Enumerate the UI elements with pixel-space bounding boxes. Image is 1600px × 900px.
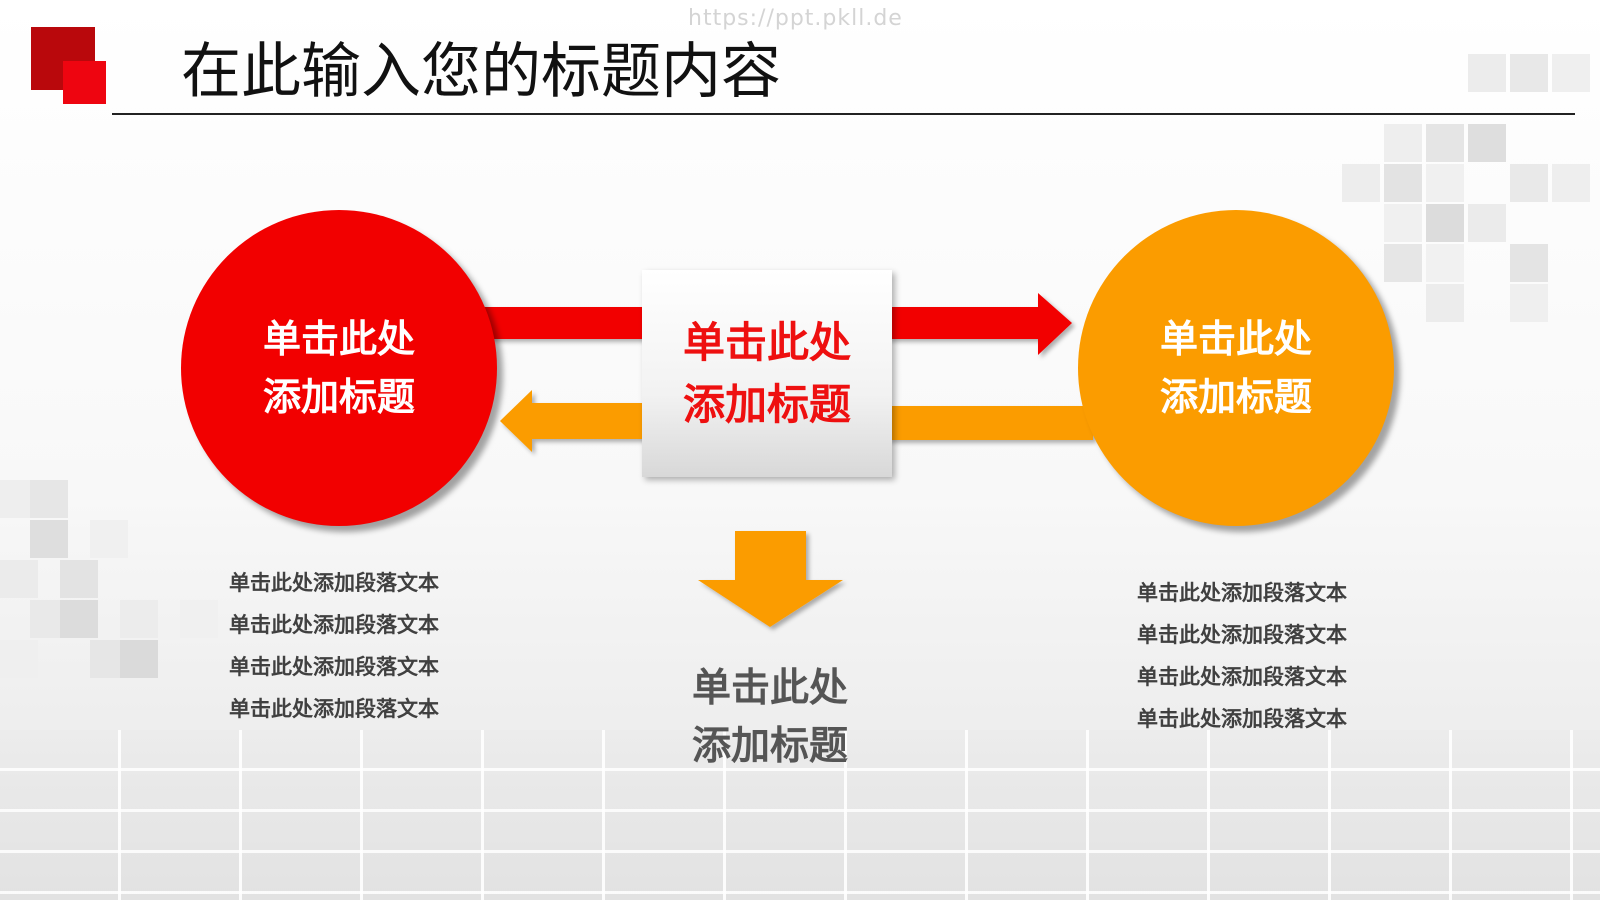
left-circle-line1: 单击此处 xyxy=(262,317,415,361)
bottom-node-title[interactable]: 单击此处 添加标题 xyxy=(670,660,870,776)
right-paragraph[interactable]: 单击此处添加段落文本单击此处添加段落文本单击此处添加段落文本单击此处添加段落文本 xyxy=(1137,581,1347,731)
center-box-line1: 单击此处 xyxy=(682,317,851,367)
title-divider xyxy=(112,113,1575,115)
floor-background xyxy=(0,730,1600,900)
right-circle-node[interactable]: 单击此处 添加标题 xyxy=(1078,210,1394,526)
bottom-node-line2: 添加标题 xyxy=(691,724,848,769)
watermark-url: https://ppt.pkll.de xyxy=(688,6,903,31)
right-circle-line2: 添加标题 xyxy=(1159,375,1312,419)
center-box-node[interactable]: 单击此处 添加标题 xyxy=(642,270,892,477)
left-circle-node[interactable]: 单击此处 添加标题 xyxy=(181,210,497,526)
right-circle-line1: 单击此处 xyxy=(1159,317,1312,361)
logo-square-light xyxy=(63,61,106,104)
left-circle-line2: 添加标题 xyxy=(262,375,415,419)
red-arrow-right xyxy=(470,293,1072,355)
page-title[interactable]: 在此输入您的标题内容 xyxy=(181,37,781,107)
orange-arrow-down xyxy=(698,531,843,627)
center-box-line2: 添加标题 xyxy=(682,379,851,429)
bottom-node-line1: 单击此处 xyxy=(691,666,848,711)
orange-arrow-left xyxy=(500,390,1093,452)
left-paragraph[interactable]: 单击此处添加段落文本单击此处添加段落文本单击此处添加段落文本单击此处添加段落文本 xyxy=(229,571,439,721)
